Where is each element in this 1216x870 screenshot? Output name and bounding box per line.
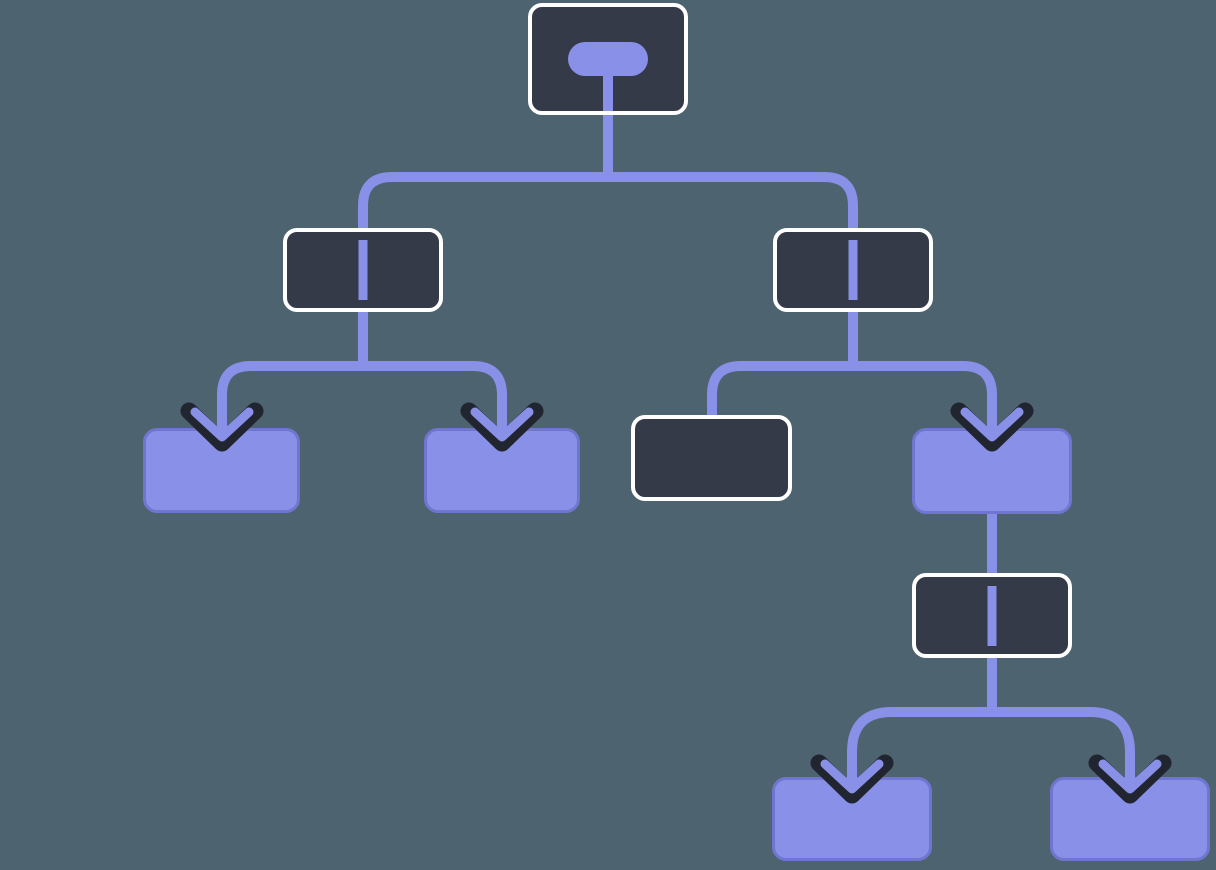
- node-leaf-bottom-2[interactable]: [1050, 777, 1210, 861]
- collapsed-subtree-stem-icon: [603, 74, 613, 111]
- node-branch-bottom[interactable]: [912, 573, 1072, 658]
- node-root[interactable]: [528, 3, 688, 115]
- branch-line-icon: [848, 240, 858, 300]
- branch-line-icon: [358, 240, 368, 300]
- branch-line-icon: [987, 585, 997, 646]
- edge-branch-left-to-leaves: [217, 361, 507, 434]
- node-mid-purple[interactable]: [912, 428, 1072, 514]
- edge-root-to-branches: [358, 172, 858, 228]
- edge-branch-bottom-to-leaves: [847, 707, 1135, 784]
- collapsed-subtree-pill-icon: [568, 42, 648, 76]
- node-branch-right[interactable]: [773, 228, 933, 312]
- node-mid-dark[interactable]: [631, 415, 792, 501]
- node-leaf-left-1[interactable]: [143, 428, 300, 513]
- node-leaf-bottom-1[interactable]: [772, 777, 932, 861]
- node-leaf-left-2[interactable]: [424, 428, 580, 513]
- node-branch-left[interactable]: [283, 228, 443, 312]
